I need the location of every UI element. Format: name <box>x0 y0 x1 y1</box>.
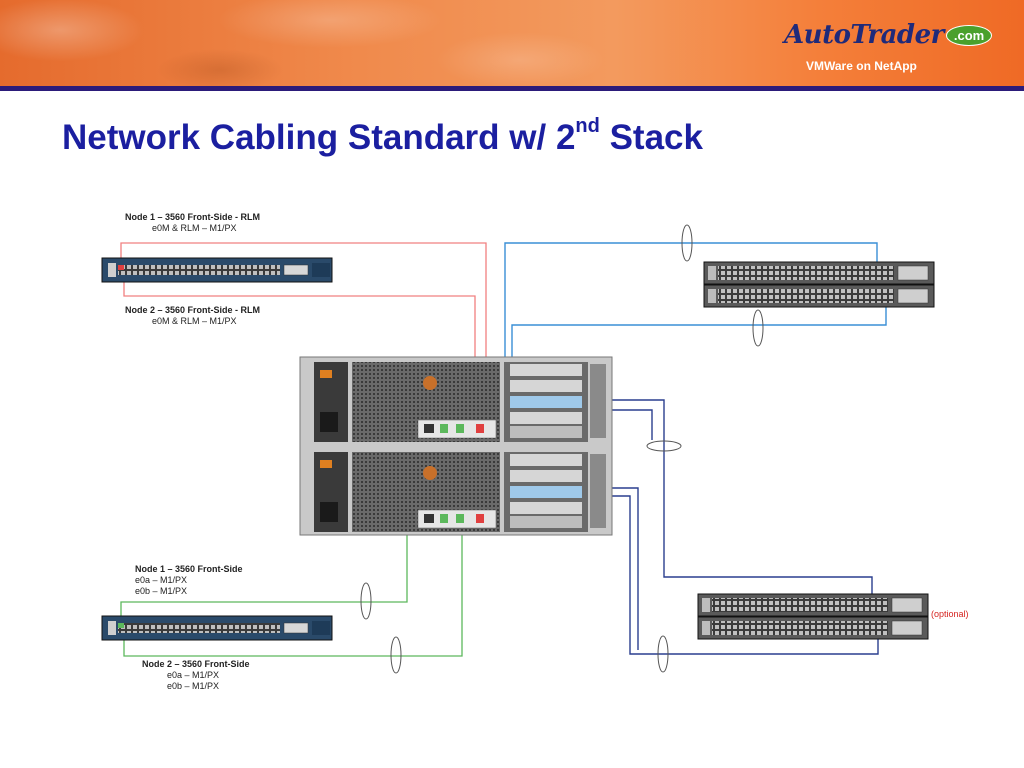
autotrader-logo: AutoTrader .com <box>784 20 993 50</box>
bundle-marker-left1 <box>360 582 372 620</box>
top-switch-stack <box>703 261 935 308</box>
bundle-marker-bottom <box>657 635 669 673</box>
header-banner: AutoTrader .com VMWare on NetApp <box>0 0 1024 86</box>
node2-frontside-label: Node 2 – 3560 Front-Side e0a – M1/PX e0b… <box>142 659 250 692</box>
logo-com-badge: .com <box>945 24 993 46</box>
frontside-switch <box>101 615 333 641</box>
node2-frontside-line1: e0a – M1/PX <box>167 670 220 680</box>
frontside-cable-a <box>120 522 408 624</box>
storage-controller-chassis <box>299 356 613 536</box>
title-superscript: nd <box>575 115 600 138</box>
frontside-cable-b <box>123 432 463 657</box>
presentation-subtitle: VMWare on NetApp <box>806 59 917 73</box>
title-end: Stack <box>599 118 703 157</box>
cable-bundle-markers <box>360 224 764 674</box>
rlm-switch <box>101 257 333 283</box>
bundle-marker-mid <box>646 440 682 452</box>
node1-frontside-line2: e0b – M1/PX <box>135 586 188 596</box>
bundle-marker-top2 <box>752 309 764 347</box>
node1-frontside-title: Node 1 – 3560 Front-Side <box>135 564 243 574</box>
slide-title: Network Cabling Standard w/ 2nd Stack <box>62 115 703 158</box>
rlm-cable-node1 <box>120 242 487 430</box>
header-divider <box>0 86 1024 91</box>
node1-rlm-title: Node 1 – 3560 Front-Side - RLM <box>125 212 261 222</box>
node1-frontside-label: Node 1 – 3560 Front-Side e0a – M1/PX e0b… <box>135 564 243 597</box>
logo-wordmark: AutoTrader <box>784 20 944 50</box>
bottom-switch-stack <box>697 593 929 640</box>
bundle-marker-left2 <box>390 636 402 674</box>
node1-rlm-sub: e0M & RLM – M1/PX <box>152 223 237 233</box>
node2-rlm-title: Node 2 – 3560 Front-Side - RLM <box>125 305 261 315</box>
node2-frontside-title: Node 2 – 3560 Front-Side <box>142 659 250 669</box>
optional-label: (optional) <box>931 609 969 619</box>
title-main: Network Cabling Standard w/ 2 <box>62 118 576 157</box>
bundle-marker-top <box>681 224 693 262</box>
node2-rlm-label: Node 2 – 3560 Front-Side - RLM e0M & RLM… <box>125 305 260 327</box>
node2-rlm-sub: e0M & RLM – M1/PX <box>152 316 237 326</box>
node2-frontside-line2: e0b – M1/PX <box>167 681 220 691</box>
node1-frontside-line1: e0a – M1/PX <box>135 575 188 585</box>
node1-rlm-label: Node 1 – 3560 Front-Side - RLM e0M & RLM… <box>125 212 260 234</box>
